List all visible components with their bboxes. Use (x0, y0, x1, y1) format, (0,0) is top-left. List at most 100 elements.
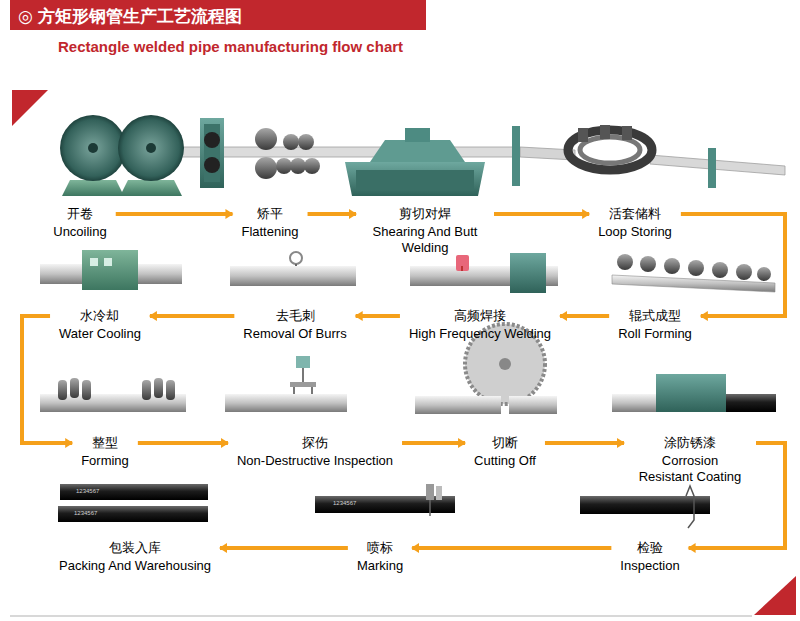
flattener-illustration-part (304, 158, 320, 174)
step-name-zh: 去毛刺 (243, 306, 346, 326)
step-name-zh: 包装入库 (59, 538, 211, 558)
hf-welder-illustration-part (461, 266, 463, 271)
guide-post (512, 126, 716, 188)
pipe-marking: 1234567 (74, 510, 97, 517)
flattener-illustration-part (276, 158, 292, 174)
roll-former-illustration-part (688, 260, 704, 276)
step-name-zh: 矫平 (241, 204, 298, 224)
ndt-illustration-part (296, 356, 310, 368)
deburring-illustration-part (290, 252, 302, 264)
flow-arrow (412, 546, 611, 550)
roll-former-illustration-part (712, 262, 728, 278)
uncoiler-illustration-part (118, 115, 184, 181)
flow-arrow (402, 441, 465, 445)
step-name-en: Flattening (241, 224, 298, 240)
step-name-en: Packing And Warehousing (59, 558, 211, 574)
packing-illustration-part (58, 506, 208, 522)
chart-title: ◎ 方矩形钢管生产工艺流程图 (18, 5, 242, 28)
step-name-en: Marking (357, 558, 403, 574)
marking-illustration-part (426, 484, 434, 500)
step-name-en: Uncoiling (53, 224, 106, 240)
step-name-en: Removal Of Burrs (243, 326, 346, 342)
packing-illustration (58, 484, 208, 522)
guide-post-part (708, 148, 716, 188)
loop-accumulator-illustration-part (600, 125, 610, 139)
saw-illustration-part (415, 396, 501, 414)
shear-welder-illustration-part (405, 128, 430, 142)
shear-welder-illustration (345, 128, 485, 196)
process-step: 涂防锈漆Corrosion Resistant Coating (628, 432, 752, 486)
step-name-zh: 剪切对焊 (365, 204, 485, 224)
process-step: 检验Inspection (615, 537, 684, 575)
flow-arrow (308, 212, 356, 216)
step-name-zh: 辊式成型 (618, 306, 692, 326)
sizing-mill-illustration (40, 378, 186, 412)
flattener-illustration-part (255, 157, 277, 179)
flattener-illustration-part (255, 128, 277, 150)
process-step: 切断Cutting Off (469, 432, 541, 470)
flattener-illustration-part (204, 157, 220, 173)
process-step: 整型Forming (76, 432, 134, 470)
coating-illustration (612, 374, 776, 412)
step-name-zh: 涂防锈漆 (633, 433, 747, 453)
roll-former-illustration-part (617, 254, 633, 270)
flattener-illustration-part (283, 134, 299, 150)
step-name-en: Forming (81, 453, 129, 469)
loop-accumulator-illustration-part (622, 126, 632, 140)
uncoiler-illustration-part (60, 115, 126, 181)
pipe-marking: 1234567 (333, 500, 356, 507)
step-name-en: Cutting Off (474, 453, 536, 469)
process-step: 开卷Uncoiling (48, 203, 111, 241)
loop-accumulator-illustration-part (580, 137, 640, 163)
process-step: 活套储料Loop Storing (593, 203, 677, 241)
loop-accumulator-illustration (568, 125, 652, 170)
flattener-illustration-part (290, 158, 306, 174)
process-step: 包装入库Packing And Warehousing (54, 537, 216, 575)
flow-arrow (560, 314, 609, 318)
deburring-illustration-part (295, 264, 297, 266)
sizing-mill-illustration-part (154, 378, 163, 398)
step-name-zh: 检验 (620, 538, 679, 558)
step-name-en: Inspection (620, 558, 679, 574)
roll-former-illustration-part (664, 258, 680, 274)
marking-illustration (315, 484, 455, 516)
process-step: 水冷却Water Cooling (54, 305, 146, 343)
process-step: 去毛刺Removal Of Burrs (238, 305, 351, 343)
hf-welder-illustration-part (510, 253, 546, 293)
process-step: 剪切对焊Shearing And Butt Welding (360, 203, 490, 257)
steel-strip-part (650, 155, 785, 175)
roll-former-illustration-part (736, 264, 752, 280)
subtitle: Rectangle welded pipe manufacturing flow… (58, 38, 403, 55)
step-name-zh: 开卷 (53, 204, 106, 224)
uncoiler-illustration-part (120, 180, 182, 196)
step-name-zh: 喷标 (357, 538, 403, 558)
flow-arrow (681, 214, 785, 316)
water-cooler-illustration (40, 250, 182, 290)
step-name-zh: 活套储料 (598, 204, 672, 224)
process-step: 辊式成型Roll Forming (613, 305, 697, 343)
process-step: 喷标Marking (352, 537, 408, 575)
step-name-zh: 探伤 (237, 433, 393, 453)
saw-illustration-part (499, 358, 511, 370)
sizing-mill-illustration-part (58, 380, 67, 400)
marking-illustration-part (436, 486, 442, 500)
water-cooler-illustration-part (82, 250, 138, 290)
ndt-illustration-part (302, 368, 304, 382)
step-name-zh: 水冷却 (59, 306, 141, 326)
flow-arrow (150, 314, 234, 318)
roll-former-illustration-part (612, 275, 775, 292)
sizing-mill-illustration-part (82, 380, 91, 400)
corner-triangle-part (754, 576, 796, 615)
process-step: 高频焊接High Frequency Welding (404, 305, 556, 343)
flow-arrow (545, 441, 624, 445)
marking-illustration-part (429, 500, 431, 516)
flow-arrow (220, 546, 348, 550)
pipe-marking: 1234567 (76, 488, 99, 495)
sizing-mill-illustration-part (142, 380, 151, 400)
shear-welder-illustration-part (370, 140, 465, 162)
step-name-en: Loop Storing (598, 224, 672, 240)
sizing-mill-illustration-part (166, 380, 175, 400)
flattener-illustration-part (200, 118, 224, 188)
water-cooler-illustration-part (104, 258, 112, 266)
